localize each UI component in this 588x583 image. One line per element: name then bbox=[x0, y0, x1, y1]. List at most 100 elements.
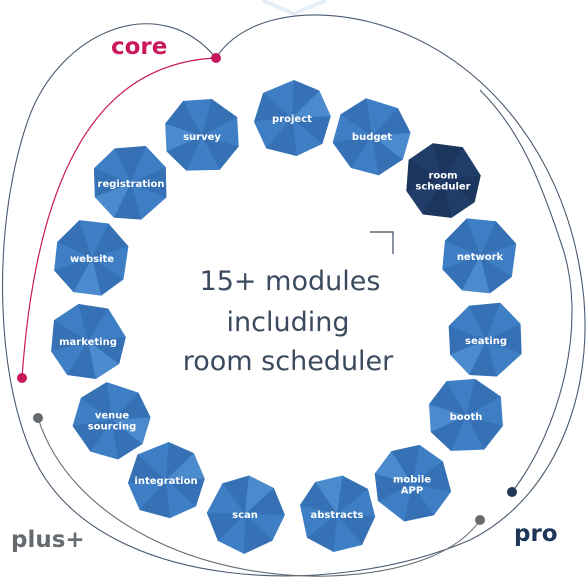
module-facet bbox=[443, 175, 481, 203]
module-facet bbox=[112, 392, 151, 420]
module-facet bbox=[254, 92, 292, 122]
module-facet bbox=[292, 80, 320, 118]
module-facet bbox=[292, 116, 331, 144]
module-shape bbox=[300, 475, 376, 553]
module-shape bbox=[72, 382, 151, 460]
module-highlight-facet bbox=[112, 417, 151, 445]
module-highlight-facet bbox=[429, 404, 466, 433]
module-label: registration bbox=[98, 179, 165, 190]
module-label: booth bbox=[450, 412, 483, 423]
module-highlight-facet bbox=[88, 341, 120, 380]
module-label: APP bbox=[401, 486, 423, 497]
module-label: network bbox=[457, 252, 504, 263]
module-booth[interactable]: booth bbox=[429, 378, 503, 451]
module-facet bbox=[480, 221, 517, 256]
module-facet bbox=[222, 475, 249, 514]
module-integration[interactable]: integration bbox=[127, 442, 205, 519]
module-facet bbox=[486, 323, 522, 354]
core-tier-path bbox=[21, 57, 217, 379]
module-facet bbox=[245, 488, 285, 515]
module-project[interactable]: project bbox=[254, 80, 331, 156]
module-facet bbox=[72, 420, 112, 452]
module-facet bbox=[422, 180, 452, 218]
module-highlight-facet bbox=[94, 183, 131, 218]
module-facet bbox=[57, 220, 92, 258]
module-survey[interactable]: survey bbox=[165, 98, 239, 171]
module-facet bbox=[139, 480, 170, 519]
module-facet bbox=[432, 143, 463, 180]
module-facet bbox=[92, 258, 124, 296]
module-facet bbox=[337, 475, 369, 514]
module-facet bbox=[412, 461, 452, 492]
module-facet bbox=[206, 512, 245, 541]
module-label: room bbox=[428, 171, 457, 182]
module-label: sourcing bbox=[88, 422, 137, 433]
module-facet bbox=[466, 416, 503, 450]
module-facet bbox=[112, 420, 143, 460]
module-facet bbox=[337, 514, 376, 546]
module-highlight-facet bbox=[462, 256, 490, 294]
module-facet bbox=[67, 341, 96, 380]
module-label: abstracts bbox=[311, 510, 364, 521]
module-seating[interactable]: seating bbox=[448, 302, 522, 377]
module-label: website bbox=[70, 254, 114, 265]
core-dot-top bbox=[211, 53, 221, 63]
core-dot-left bbox=[17, 373, 27, 383]
module-facet bbox=[448, 325, 486, 355]
module-highlight-facet bbox=[292, 90, 331, 118]
module-abstracts[interactable]: abstracts bbox=[300, 475, 376, 553]
top-chevron-icon bbox=[261, 0, 327, 17]
module-facet bbox=[266, 118, 297, 156]
module-label: budget bbox=[352, 132, 392, 143]
module-facet bbox=[372, 136, 403, 176]
module-label: scan bbox=[232, 510, 258, 521]
center-line-3: room scheduler bbox=[183, 346, 394, 377]
module-shape bbox=[406, 143, 481, 218]
module-shape bbox=[54, 220, 129, 296]
module-facet bbox=[404, 484, 434, 522]
module-facet bbox=[166, 478, 205, 507]
module-label: seating bbox=[465, 336, 507, 347]
module-facet bbox=[391, 444, 420, 484]
plus-dot-left bbox=[33, 413, 43, 423]
module-facet bbox=[92, 223, 129, 258]
plus-tier-path bbox=[37, 417, 481, 577]
module-highlight-facet bbox=[166, 453, 205, 480]
module-facet bbox=[127, 454, 166, 484]
module-budget[interactable]: budget bbox=[332, 98, 411, 176]
module-shape bbox=[165, 98, 239, 171]
center-line-1: 15+ modules bbox=[200, 266, 381, 297]
module-highlight-facet bbox=[73, 258, 102, 296]
module-scan[interactable]: scan bbox=[206, 475, 285, 554]
module-label: integration bbox=[134, 476, 197, 487]
module-facet bbox=[468, 302, 501, 340]
module-website[interactable]: website bbox=[54, 220, 129, 296]
core-label: core bbox=[111, 34, 167, 60]
module-label: scheduler bbox=[415, 182, 470, 193]
module-label: survey bbox=[183, 132, 221, 143]
module-facet bbox=[430, 416, 466, 451]
module-facet bbox=[113, 183, 142, 220]
module-facet bbox=[165, 100, 202, 136]
module-label: mobile bbox=[393, 475, 431, 486]
module-registration[interactable]: registration bbox=[93, 145, 167, 220]
module-facet bbox=[374, 473, 412, 501]
module-facet bbox=[466, 378, 501, 416]
pro-dot bbox=[507, 487, 517, 497]
module-facet bbox=[244, 514, 273, 554]
module-facet bbox=[306, 514, 337, 553]
module-facet bbox=[93, 168, 131, 198]
module-network[interactable]: network bbox=[442, 218, 517, 294]
module-facet bbox=[340, 98, 372, 136]
module-facet bbox=[202, 98, 238, 136]
module-shape bbox=[429, 378, 503, 451]
module-shape bbox=[127, 442, 205, 519]
center-line-2: including bbox=[227, 307, 350, 338]
module-facet bbox=[469, 340, 497, 377]
module-marketing[interactable]: marketing bbox=[51, 304, 126, 380]
